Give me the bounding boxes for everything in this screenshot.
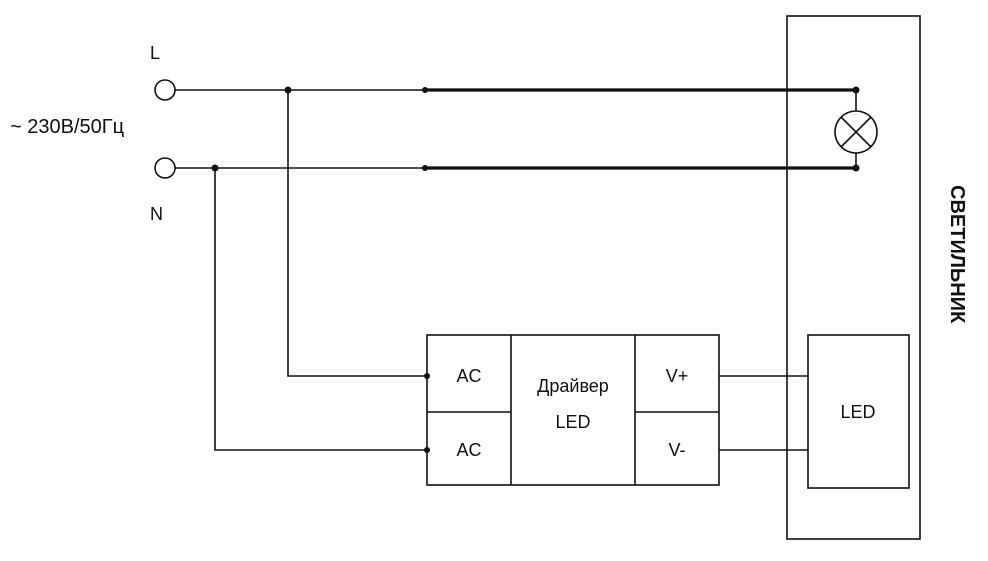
driver-input-ac-2: AC [456,440,481,460]
led-driver: AC AC Драйвер LED V+ V- [426,334,720,486]
driver-output-minus: V- [668,440,685,460]
neutral-drop-to-driver [214,168,427,451]
line-junction-2 [422,87,428,93]
supply-voltage-label: ~ 230В/50Гц [10,116,124,138]
line-terminal-label: L [150,43,160,63]
driver-input-ac-1: AC [456,366,481,386]
luminaire-enclosure [786,15,921,540]
driver-title-line2: LED [555,412,590,432]
neutral-junction-2 [422,165,428,171]
neutral-terminal [154,157,176,179]
lamp-icon [834,110,878,154]
neutral-terminal-label: N [150,204,163,224]
line-drop-to-driver [287,90,427,377]
driver-title-line1: Драйвер [537,376,609,396]
driver-output-plus: V+ [666,366,689,386]
luminaire-title: СВЕТИЛЬНИК [946,185,968,324]
driver-frame [426,334,720,486]
line-terminal [154,79,176,101]
led-module [807,334,910,489]
led-module-label: LED [840,402,875,422]
